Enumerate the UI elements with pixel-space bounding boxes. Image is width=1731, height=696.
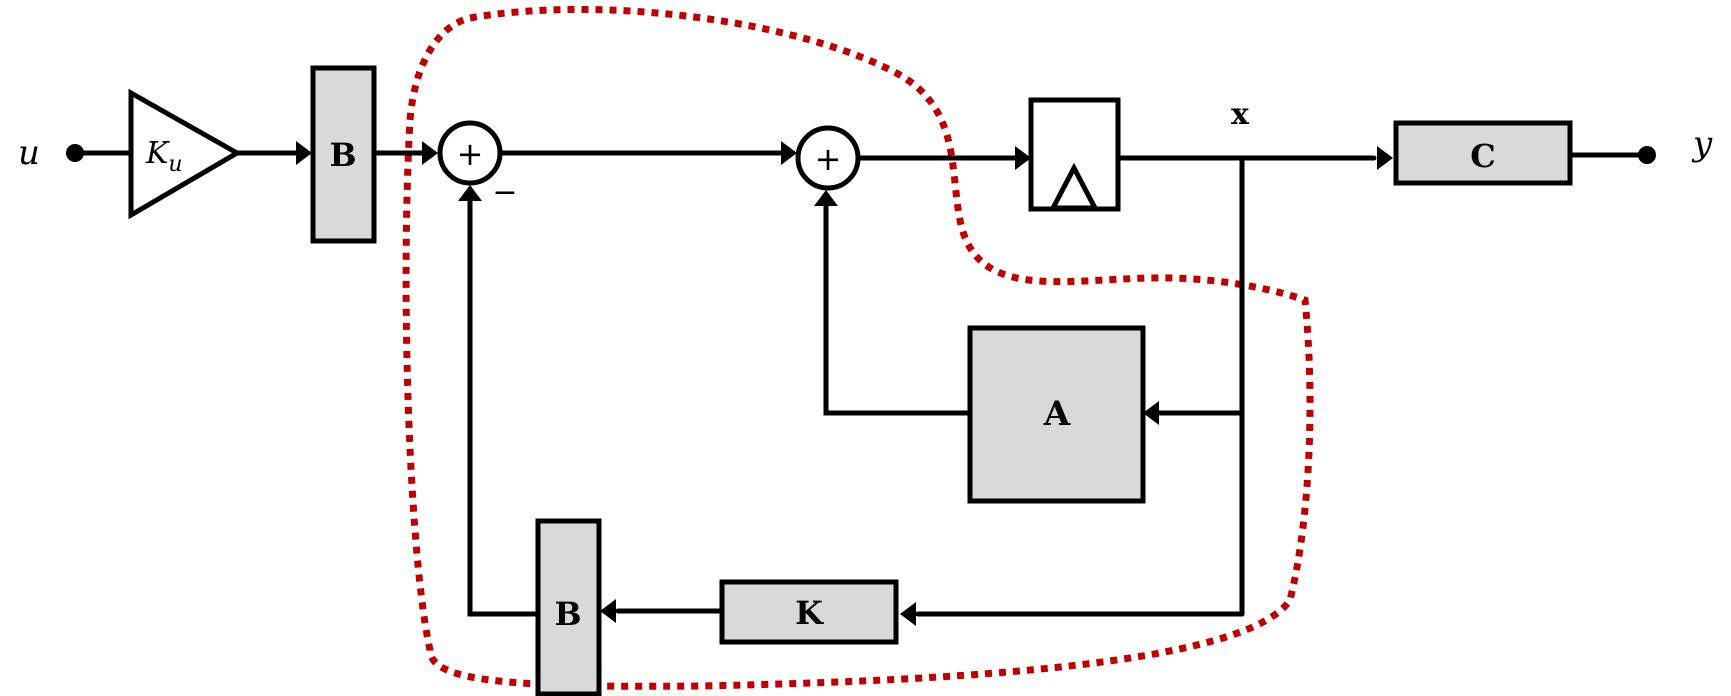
arrowhead-into-b-top (296, 141, 312, 165)
arrowhead-into-sum2-bottom (814, 190, 838, 206)
sum2-plus-sign: + (815, 140, 842, 178)
arrowhead-into-b-bottom (600, 599, 616, 623)
arrowhead-into-c (1377, 146, 1393, 170)
arrowhead-into-sum2 (781, 141, 797, 165)
block-b-bottom-label: B (554, 595, 581, 633)
arrowhead-into-sum1 (422, 141, 438, 165)
gain-label: Ku (145, 136, 183, 177)
delay-triangle-icon (1048, 162, 1100, 211)
block-c-label: C (1470, 137, 1495, 175)
arrowhead-into-delay (1015, 146, 1031, 170)
wire-a-to-sum2 (823, 202, 973, 416)
block-k (719, 579, 899, 645)
input-label: u (18, 133, 40, 173)
block-b-top-label: B (329, 136, 356, 174)
wire-b-bottom-to-sum1 (467, 197, 541, 617)
arrowhead-into-sum1-bottom (458, 185, 482, 201)
block-a-label: A (1043, 394, 1071, 434)
gain-ku-block (128, 88, 243, 220)
arrowhead-into-k (900, 602, 916, 626)
output-terminal (1638, 146, 1656, 164)
delay-block (1028, 97, 1121, 212)
sum1-minus-sign: − (492, 175, 517, 210)
arrowhead-into-a (1143, 401, 1159, 425)
block-c (1393, 120, 1573, 186)
sum1-plus-sign: + (457, 135, 484, 173)
block-b-bottom (535, 518, 602, 696)
state-x-label: x (1231, 97, 1250, 132)
block-a (967, 325, 1146, 504)
output-label: y (1691, 124, 1713, 164)
block-k-label: K (795, 594, 824, 632)
closed-loop-boundary (402, 6, 1314, 690)
